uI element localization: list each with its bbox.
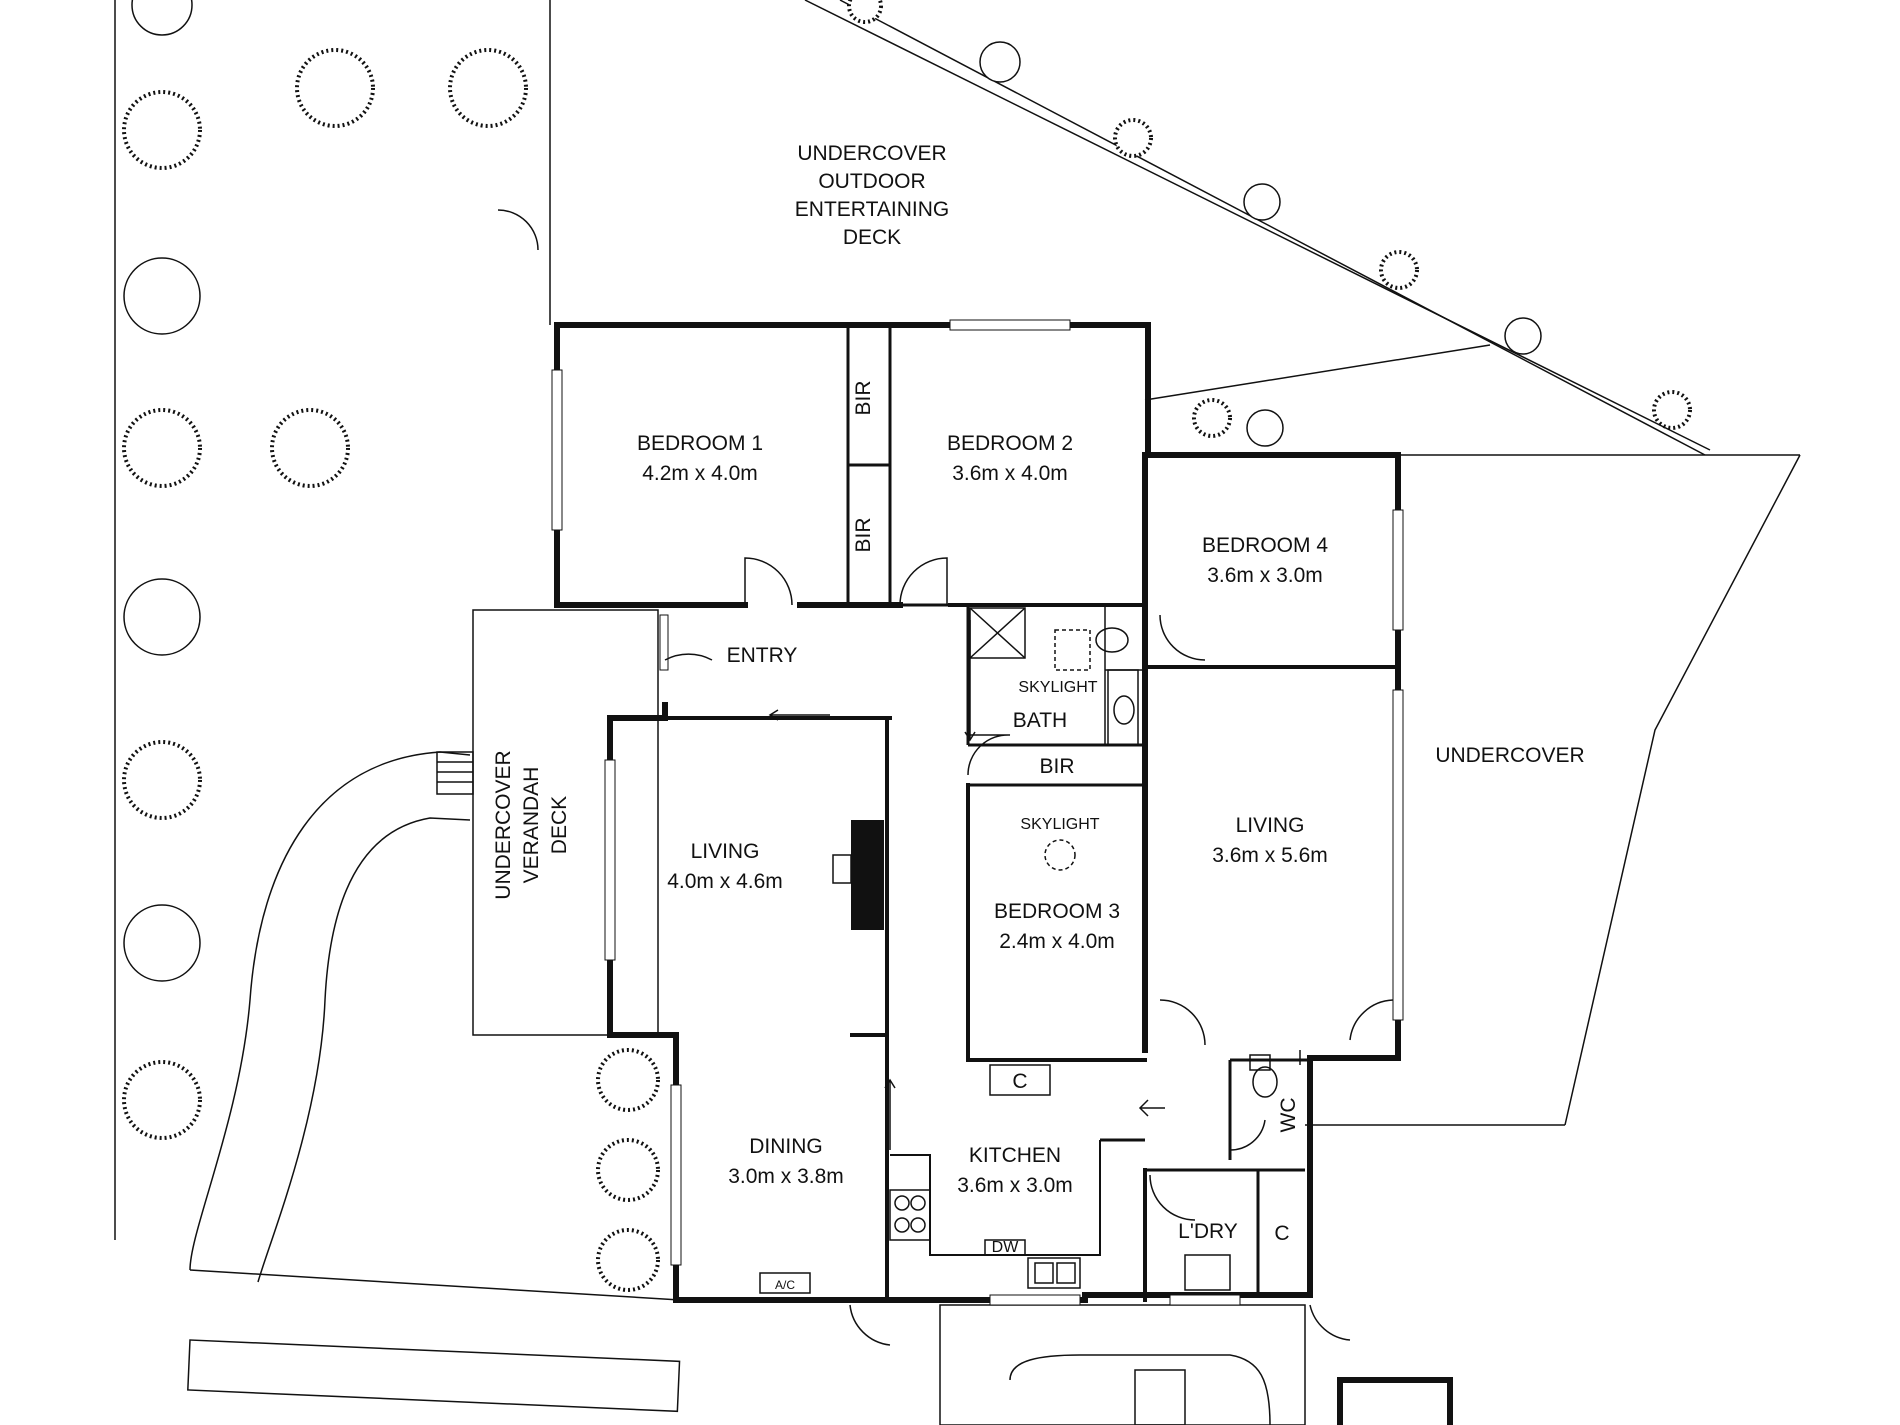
- wc-label: WC: [1277, 1098, 1300, 1133]
- bir-mid-label: BIR: [1039, 755, 1074, 778]
- doors: [497, 209, 1394, 1346]
- verandah-label-2: VERANDAH: [520, 767, 543, 884]
- living-front-name: LIVING: [691, 840, 760, 863]
- arrows: [768, 620, 1165, 1150]
- bedroom4-name: BEDROOM 4: [1202, 534, 1328, 557]
- verandah-deck: [436, 609, 659, 1036]
- ac-label: A/C: [775, 1278, 795, 1292]
- cupboard-bed3-label: C: [1012, 1070, 1027, 1093]
- dining-size: 3.0m x 3.8m: [728, 1165, 844, 1188]
- undercover-east-label: UNDERCOVER: [1435, 744, 1584, 767]
- verandah-label-1: UNDERCOVER: [492, 750, 515, 899]
- windows: [551, 319, 1404, 1306]
- trees: [122, 0, 1692, 1292]
- skylight-bath-label: SKYLIGHT: [1018, 679, 1097, 696]
- bedroom1-size: 4.2m x 4.0m: [642, 462, 758, 485]
- kitchen-name: KITCHEN: [969, 1144, 1061, 1167]
- skylight-bed3-label: SKYLIGHT: [1020, 816, 1099, 833]
- living-rear-size: 3.6m x 5.6m: [1212, 844, 1328, 867]
- fireplace: [851, 820, 884, 930]
- dw-label: DW: [992, 1239, 1020, 1256]
- verandah-label-3: DECK: [548, 796, 571, 854]
- bedroom4-size: 3.6m x 3.0m: [1207, 564, 1323, 587]
- bedroom2-name: BEDROOM 2: [947, 432, 1073, 455]
- entry-label: ENTRY: [727, 644, 798, 667]
- bath-label: BATH: [1013, 709, 1067, 732]
- cupboard-laundry-label: C: [1274, 1222, 1289, 1245]
- bir-top1-label: BIR: [852, 380, 875, 415]
- bedroom3-size: 2.4m x 4.0m: [999, 930, 1115, 953]
- deck-outdoor-label-3: ENTERTAINING: [795, 198, 949, 221]
- living-rear-name: LIVING: [1236, 814, 1305, 837]
- kitchen-size: 3.6m x 3.0m: [957, 1174, 1073, 1197]
- deck-outdoor-label-1: UNDERCOVER: [797, 142, 946, 165]
- living-front-size: 4.0m x 4.6m: [667, 870, 783, 893]
- bedroom1-name: BEDROOM 1: [637, 432, 763, 455]
- room-labels: UNDERCOVER OUTDOOR ENTERTAINING DECK BED…: [492, 142, 1585, 1292]
- laundry-label: L'DRY: [1178, 1220, 1238, 1243]
- bir-top2-label: BIR: [852, 517, 875, 552]
- dining-name: DINING: [749, 1135, 823, 1158]
- bedroom3-name: BEDROOM 3: [994, 900, 1120, 923]
- site-outline: [114, 0, 1801, 1425]
- interior-walls: [608, 328, 1400, 1302]
- bedroom2-size: 3.6m x 4.0m: [952, 462, 1068, 485]
- deck-outdoor-label-4: DECK: [843, 226, 901, 249]
- deck-outdoor-label-2: OUTDOOR: [818, 170, 925, 193]
